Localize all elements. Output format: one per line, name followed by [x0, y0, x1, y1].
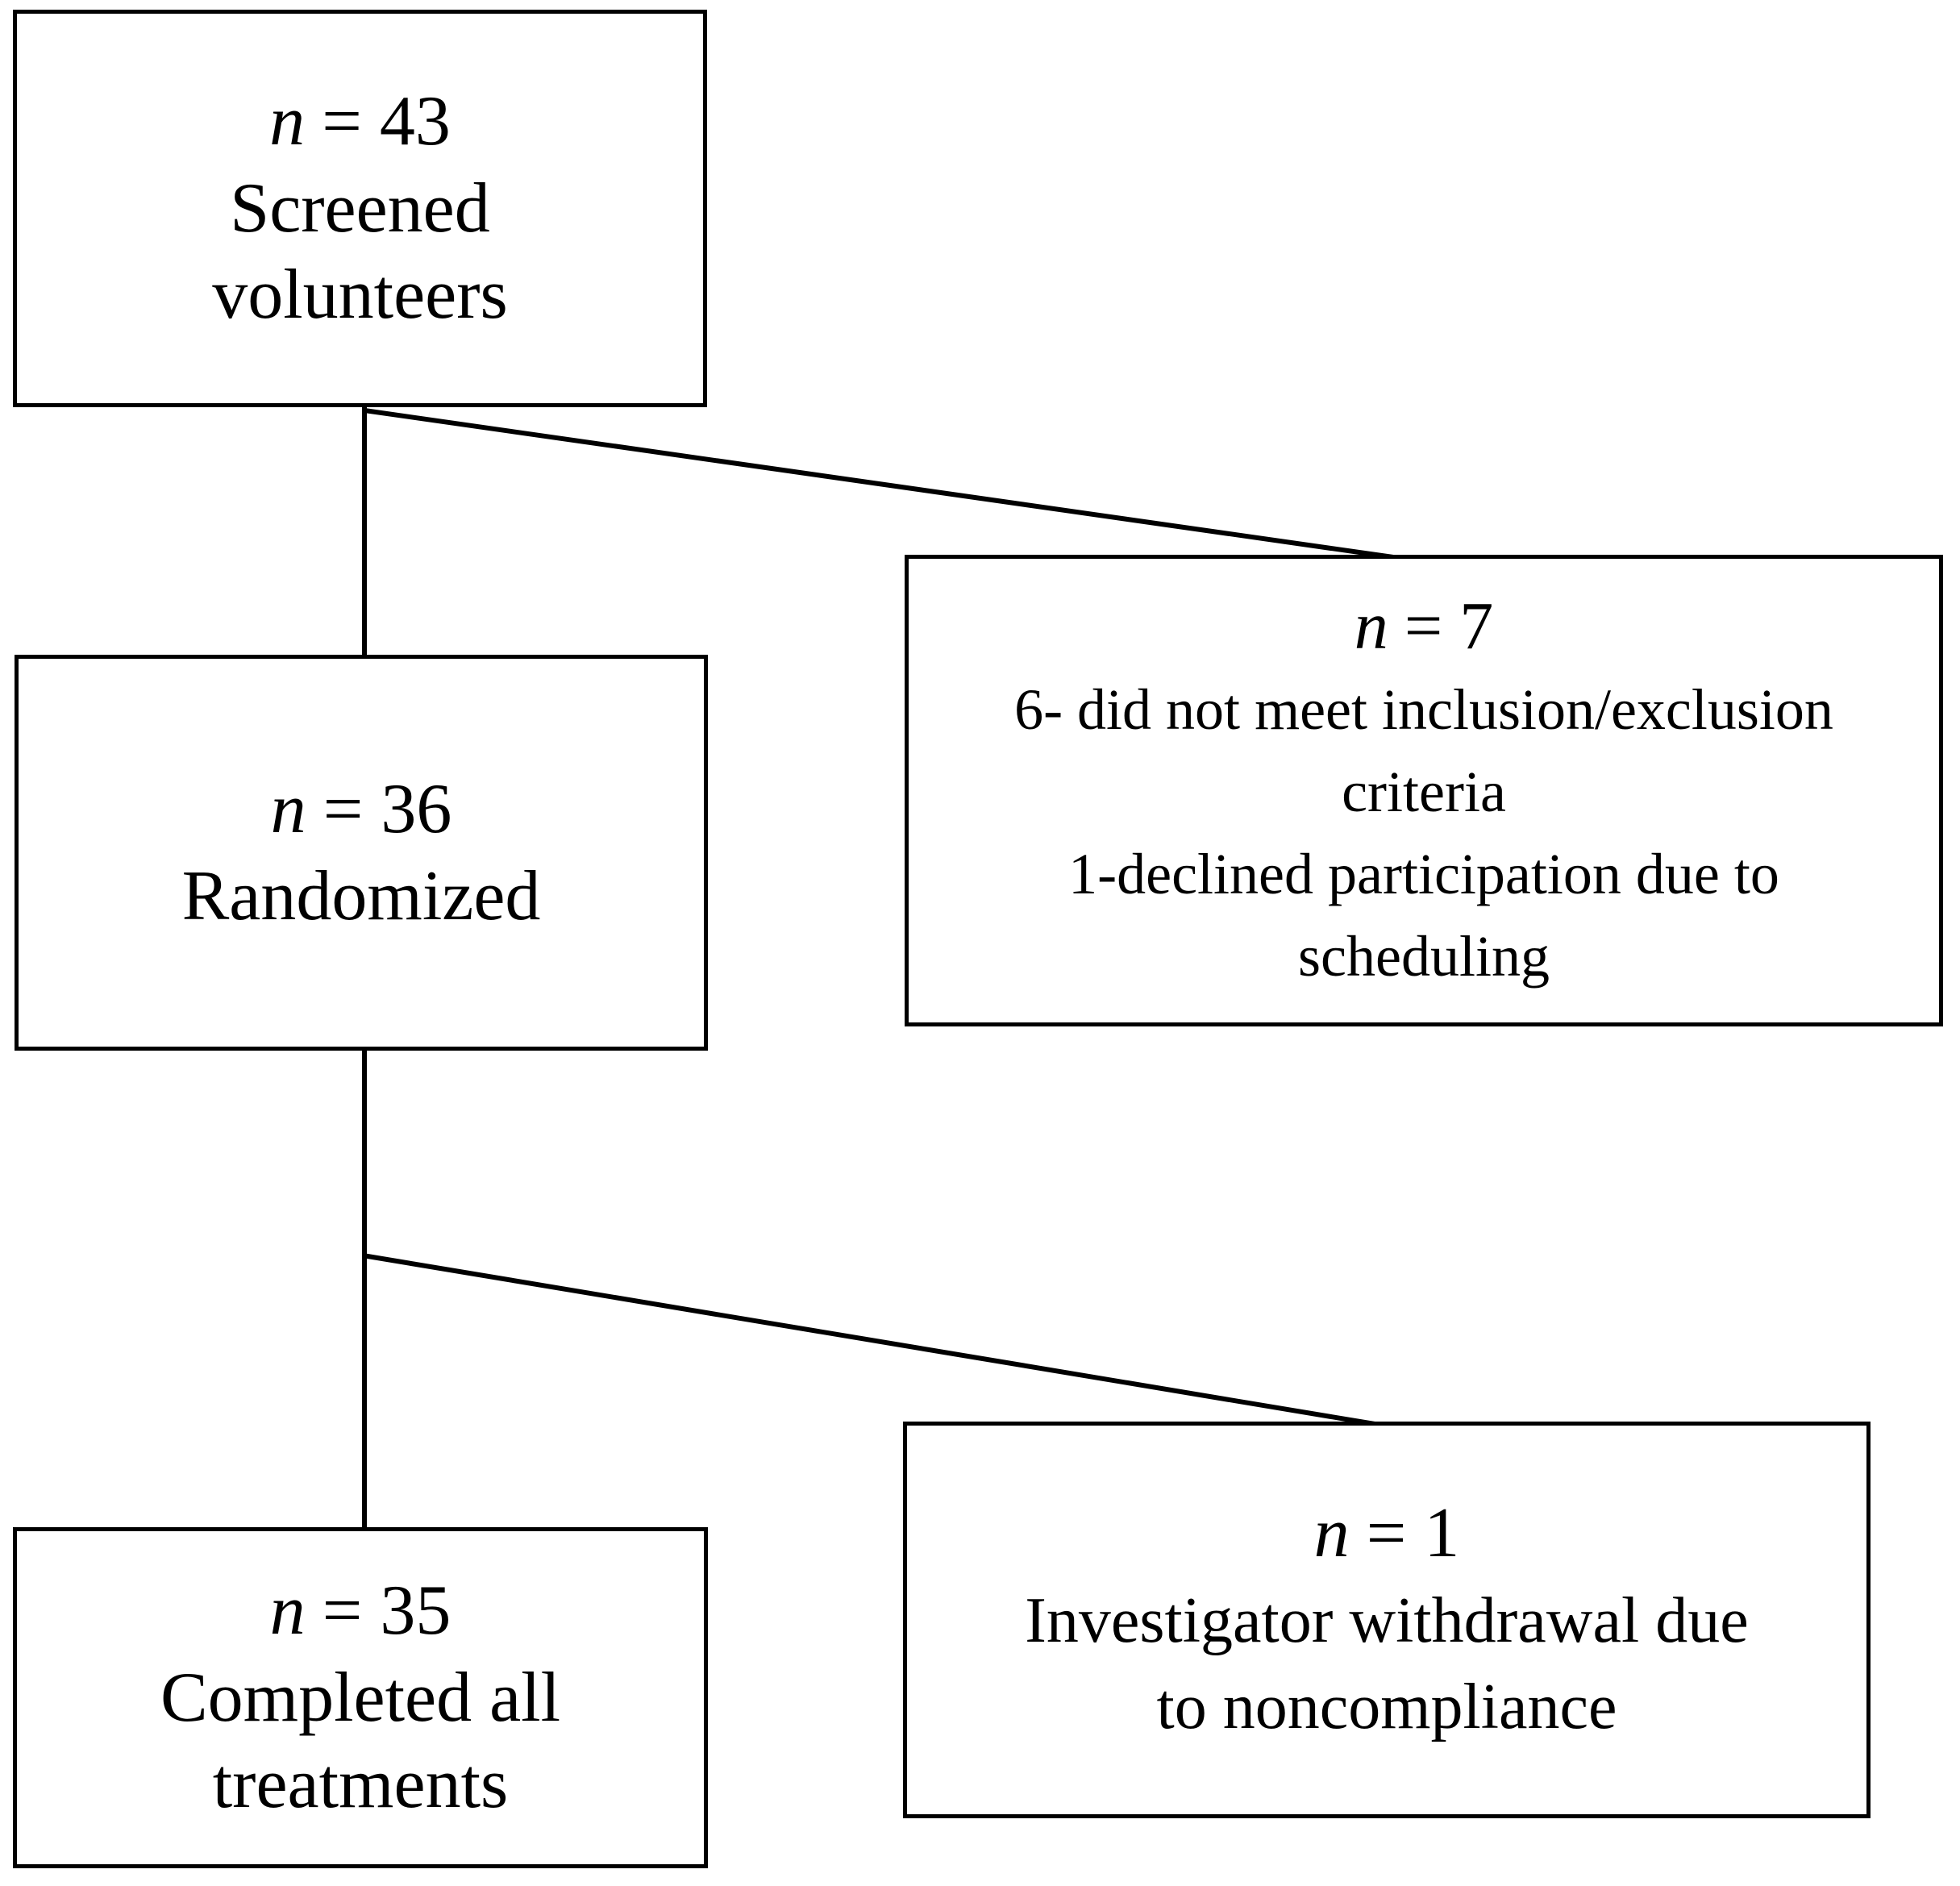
node-text-line: 1-declined participation due to: [1068, 842, 1779, 906]
connector-randomized-withdrawn: [362, 1253, 1375, 1426]
node-screened-volunteers: n= 43 Screened volunteers: [13, 10, 707, 407]
node-text-line: scheduling: [1298, 924, 1550, 989]
n-count: = 1: [1366, 1493, 1460, 1572]
n-symbol: n: [269, 82, 306, 161]
node-text-line: volunteers: [212, 256, 508, 335]
n-count: = 7: [1404, 588, 1494, 664]
n-label: n= 43: [269, 78, 451, 164]
node-excluded: n= 7 6- did not meet inclusion/exclusion…: [905, 555, 1943, 1026]
node-text-line: Randomized: [181, 856, 541, 935]
node-text-line: Screened: [230, 169, 490, 248]
node-randomized: n= 36 Randomized: [15, 655, 708, 1051]
node-investigator-withdrawal: n= 1 Investigator withdrawal due to nonc…: [903, 1422, 1871, 1818]
n-symbol: n: [1354, 588, 1388, 664]
node-text-line: to noncompliance: [1156, 1672, 1617, 1742]
node-text-line: 6- did not meet inclusion/exclusion: [1014, 677, 1833, 742]
n-label: n= 7: [1355, 584, 1494, 668]
node-text-line: Completed all: [160, 1658, 561, 1737]
n-symbol: n: [269, 1572, 306, 1651]
n-label: n= 36: [271, 766, 452, 852]
node-text-line: treatments: [212, 1745, 509, 1824]
n-symbol: n: [1313, 1493, 1350, 1572]
node-completed-treatments: n= 35 Completed all treatments: [13, 1527, 708, 1868]
connector-screened-excluded: [364, 408, 1400, 560]
n-count: = 35: [322, 1572, 452, 1651]
node-text-line: criteria: [1342, 759, 1506, 824]
n-label: n= 1: [1314, 1489, 1460, 1578]
n-count: = 43: [322, 82, 451, 161]
node-text-line: Investigator withdrawal due: [1025, 1584, 1749, 1656]
n-count: = 36: [323, 770, 452, 849]
n-label: n= 35: [270, 1568, 452, 1654]
n-symbol: n: [270, 770, 306, 849]
